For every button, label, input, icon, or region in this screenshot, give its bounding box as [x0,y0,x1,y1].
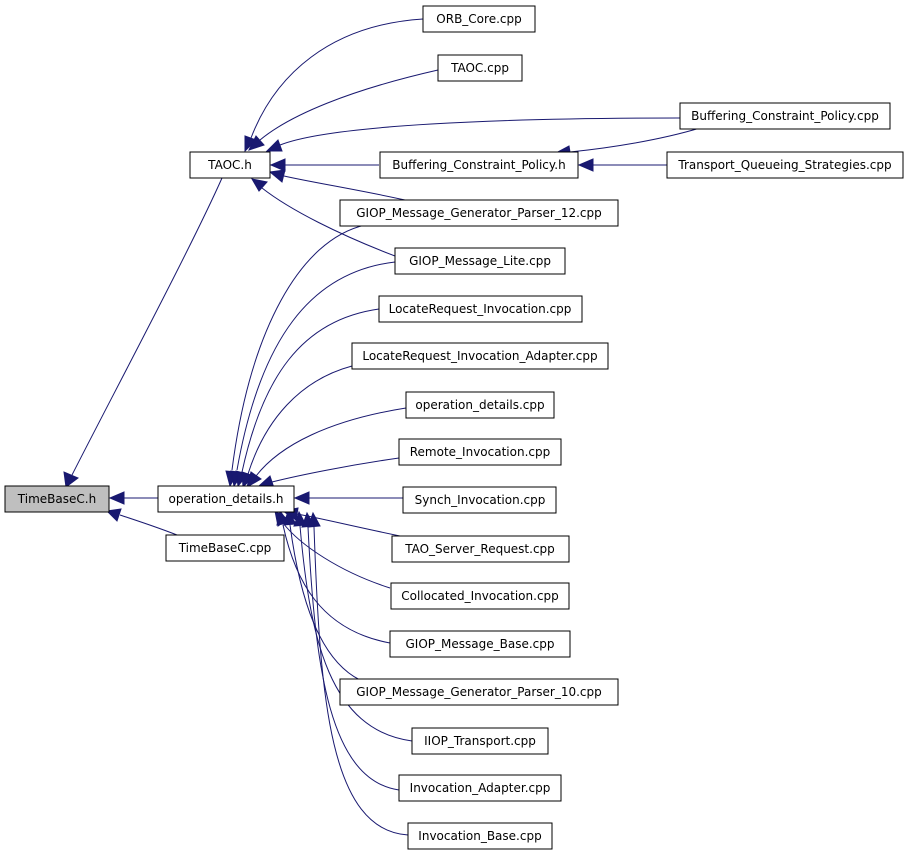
node-label: TAO_Server_Request.cpp [404,542,555,556]
node-label: LocateRequest_Invocation_Adapter.cpp [362,349,597,363]
node-iiop-cpp[interactable]: IIOP_Transport.cpp [411,727,549,755]
node-taoc-cpp[interactable]: TAOC.cpp [437,54,523,82]
node-ri-cpp[interactable]: Remote_Invocation.cpp [398,438,562,466]
node-orb-core-cpp[interactable]: ORB_Core.cpp [422,5,536,33]
node-timebasec-h[interactable]: TimeBaseC.h [4,485,110,513]
edge-tqs-cpp-to-bcp-h [577,158,667,172]
edge-gmgp12-cpp-to-operation-details-h [225,224,366,488]
edge-taoc-cpp-to-taoc-h [248,69,439,151]
node-operation-details-h[interactable]: operation_details.h [157,485,295,513]
node-label: Remote_Invocation.cpp [410,445,550,459]
edge-bcp-h-to-taoc-h [269,158,379,172]
node-label: Invocation_Adapter.cpp [410,781,551,795]
node-label: GIOP_Message_Generator_Parser_12.cpp [356,206,602,220]
node-label: Synch_Invocation.cpp [415,493,546,507]
node-label: Transport_Queueing_Strategies.cpp [677,158,891,172]
edge-timebasec-cpp-to-timebasec-h [105,508,183,538]
edge-gmgp12-cpp-to-taoc-h [268,169,406,201]
node-label: GIOP_Message_Base.cpp [406,637,555,651]
node-lria-cpp[interactable]: LocateRequest_Invocation_Adapter.cpp [351,342,609,370]
node-bcp-cpp[interactable]: Buffering_Constraint_Policy.cpp [679,102,891,130]
node-label: GIOP_Message_Lite.cpp [409,254,551,268]
edge-od-cpp-to-operation-details-h [246,407,407,489]
node-label: TimeBaseC.cpp [178,541,272,555]
edge-gml-cpp-to-taoc-h [251,178,396,257]
node-label: TAOC.h [207,158,252,172]
node-ci-cpp[interactable]: Collocated_Invocation.cpp [390,582,570,610]
node-gmgp12-cpp[interactable]: GIOP_Message_Generator_Parser_12.cpp [339,199,619,227]
edge-operation-details-h-to-timebasec-h [108,491,158,505]
node-label: GIOP_Message_Generator_Parser_10.cpp [356,685,602,699]
node-label: IIOP_Transport.cpp [424,734,536,748]
node-label: Invocation_Base.cpp [418,829,541,843]
node-gml-cpp[interactable]: GIOP_Message_Lite.cpp [394,247,566,275]
node-lri-cpp[interactable]: LocateRequest_Invocation.cpp [378,295,583,323]
node-label: Buffering_Constraint_Policy.h [392,158,565,172]
edge-orb-core-cpp-to-taoc-h [244,18,424,153]
node-label: TimeBaseC.h [17,492,96,506]
nodes: TimeBaseC.h TAOC.h operation_details.h T… [4,5,904,850]
node-label: TAOC.cpp [450,61,509,75]
node-label: operation_details.h [168,492,283,506]
node-label: ORB_Core.cpp [436,12,521,26]
edge-ia-cpp-to-operation-details-h [301,511,400,791]
node-od-cpp[interactable]: operation_details.cpp [405,391,555,419]
node-tsr-cpp[interactable]: TAO_Server_Request.cpp [391,535,570,563]
node-ib-cpp[interactable]: Invocation_Base.cpp [407,822,553,850]
edge-ib-cpp-to-operation-details-h [307,511,409,836]
node-taoc-h[interactable]: TAOC.h [189,151,271,179]
node-label: Collocated_Invocation.cpp [401,589,559,603]
edge-lri-cpp-to-operation-details-h [235,308,380,488]
node-bcp-h[interactable]: Buffering_Constraint_Policy.h [379,151,579,179]
node-si-cpp[interactable]: Synch_Invocation.cpp [402,486,557,514]
edge-ri-cpp-to-operation-details-h [257,457,400,489]
node-label: operation_details.cpp [415,398,544,412]
edge-iiop-cpp-to-operation-details-h [293,510,413,742]
node-ia-cpp[interactable]: Invocation_Adapter.cpp [398,774,562,802]
edge-gmb-cpp-to-operation-details-h [276,509,391,644]
node-label: Buffering_Constraint_Policy.cpp [691,109,879,123]
edge-lria-cpp-to-operation-details-h [241,365,353,489]
edge-taoc-h-to-timebasec-h [63,177,223,488]
node-timebasec-cpp[interactable]: TimeBaseC.cpp [165,534,285,562]
node-tqs-cpp[interactable]: Transport_Queueing_Strategies.cpp [666,151,904,179]
node-gmgp10-cpp[interactable]: GIOP_Message_Generator_Parser_10.cpp [339,678,619,706]
edge-si-cpp-to-operation-details-h [293,491,403,505]
edges [63,18,701,836]
node-label: LocateRequest_Invocation.cpp [389,302,572,316]
edge-bcp-cpp-to-taoc-h [265,117,681,152]
node-gmb-cpp[interactable]: GIOP_Message_Base.cpp [389,630,571,658]
